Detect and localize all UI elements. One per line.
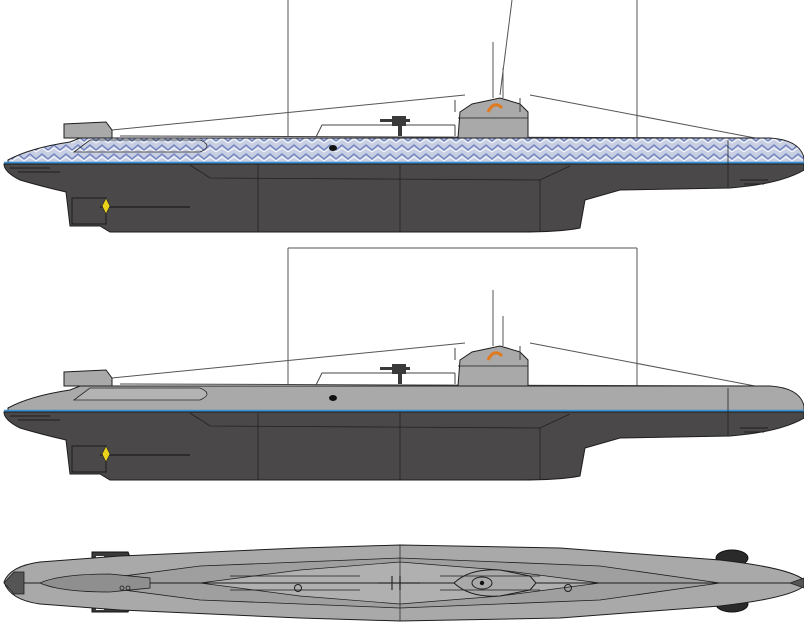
stern-housing [63, 121, 113, 139]
bow-planes [740, 179, 768, 185]
hatch-icon [294, 584, 302, 592]
stern-housing [63, 369, 113, 387]
hull-panel-lines [189, 388, 729, 480]
porthole-icon [329, 395, 337, 401]
bow-planes [740, 427, 768, 433]
hatch-icon [564, 584, 572, 592]
propeller-icon [101, 197, 111, 215]
hull-panel-lines [189, 140, 729, 232]
conning-tower [454, 345, 529, 387]
deck-rail [119, 124, 761, 139]
conning-tower [454, 97, 529, 139]
lower-hull [3, 411, 804, 481]
upper-hull-camouflage [7, 137, 804, 164]
insignia-icon [486, 351, 504, 361]
stern-rudder [71, 197, 190, 225]
propeller-icon [101, 445, 111, 463]
top-view [3, 544, 804, 622]
side-view-camouflage [3, 0, 804, 233]
rigging-wires [111, 0, 756, 139]
deck-gun-icon [380, 116, 410, 136]
lower-hull [3, 163, 804, 233]
deck-rail [119, 372, 761, 387]
conning-tower-top [453, 569, 537, 597]
stern-rudder [71, 445, 190, 473]
side-view-plain [3, 247, 804, 481]
insignia-icon [486, 103, 504, 113]
deck-gun-icon [380, 364, 410, 384]
porthole-icon [329, 145, 337, 151]
rigging-wires [111, 247, 756, 387]
